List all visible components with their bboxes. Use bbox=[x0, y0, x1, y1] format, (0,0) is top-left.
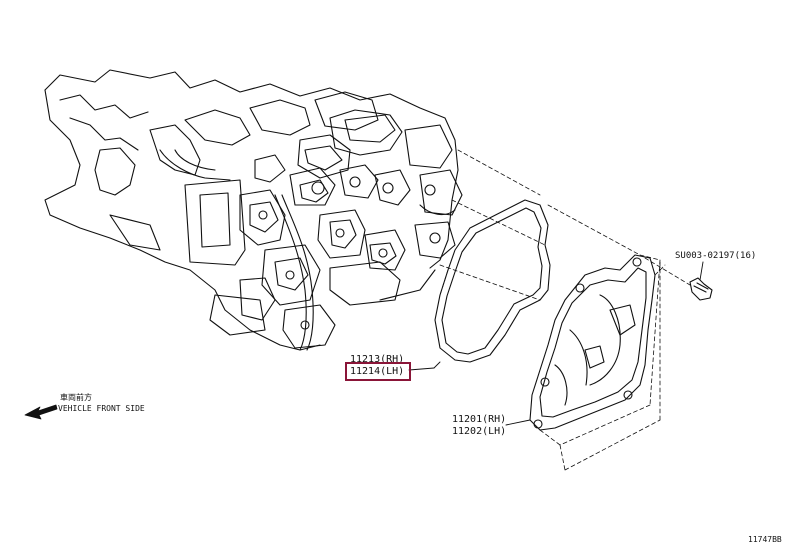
label-11214-lh[interactable]: 11214(LH) bbox=[350, 366, 405, 377]
valve-cover-drawing bbox=[529, 254, 656, 431]
label-11201-rh: 11201(RH) bbox=[452, 414, 507, 425]
diagram-code: 11747BB bbox=[748, 535, 782, 544]
bolt-drawing bbox=[689, 277, 713, 301]
engine-block-drawing bbox=[44, 69, 463, 351]
label-vehicle-front-en: VEHICLE FRONT SIDE bbox=[58, 404, 145, 413]
front-arrow-icon bbox=[24, 404, 58, 420]
label-11213-rh: 11213(RH) bbox=[350, 354, 405, 365]
label-vehicle-front-jp: 車両前方 bbox=[60, 393, 92, 402]
valve-cover-gasket-drawing bbox=[434, 199, 551, 363]
highlight-box-11214 bbox=[345, 362, 411, 381]
leader-lines bbox=[408, 261, 704, 426]
label-11202-lh: 11202(LH) bbox=[452, 426, 507, 437]
projection-lines bbox=[439, 149, 691, 471]
label-bolt-su003-02197: SU003-02197(16) bbox=[675, 251, 757, 261]
